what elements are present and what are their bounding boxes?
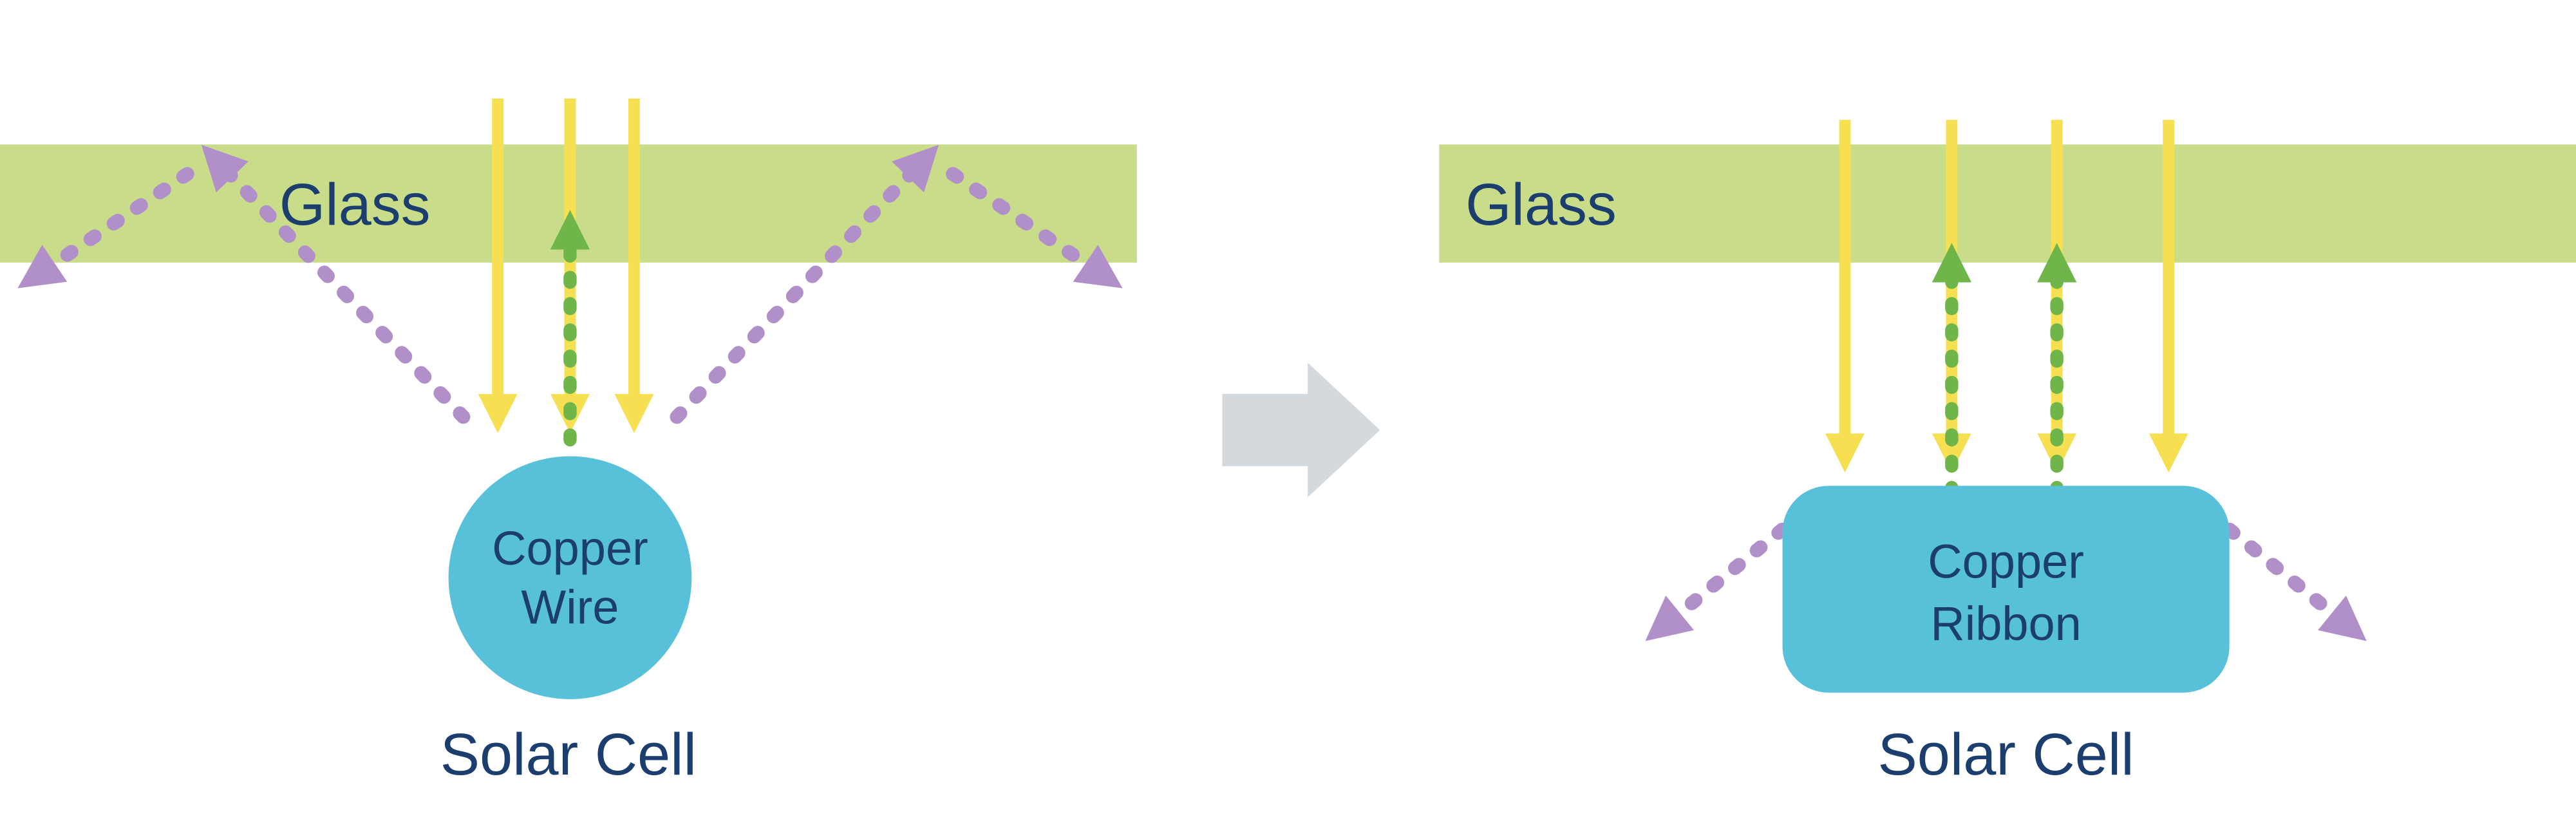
solar-cell-label: Solar Cell — [440, 722, 697, 787]
glass-label: Glass — [1465, 172, 1617, 238]
scattered-light-arrow — [1645, 505, 1811, 641]
copper-ribbon-label-line2: Ribbon — [1930, 597, 2081, 650]
after-panel: Copper Ribbon Glass Solar Cell — [1439, 120, 2576, 787]
transition-arrow-icon — [1222, 362, 1380, 498]
glass-label: Glass — [279, 172, 431, 238]
solar-cell-label: Solar Cell — [1878, 722, 2134, 787]
scattered-light-arrow — [17, 167, 194, 288]
glass-layer — [1439, 144, 2576, 263]
copper-wire-label-line2: Wire — [521, 581, 619, 634]
copper-wire-shape — [448, 456, 692, 699]
before-panel: Copper Wire Glass Solar Cell — [0, 98, 1137, 787]
copper-ribbon-shape — [1782, 485, 2230, 693]
scattered-light-arrow — [2201, 505, 2367, 641]
scattered-light-arrow — [201, 144, 471, 424]
scattered-light-arrow — [946, 167, 1123, 288]
scattered-light-arrow — [670, 144, 939, 424]
copper-ribbon-label-line1: Copper — [1928, 534, 2084, 588]
copper-wire-label-line1: Copper — [492, 522, 648, 575]
